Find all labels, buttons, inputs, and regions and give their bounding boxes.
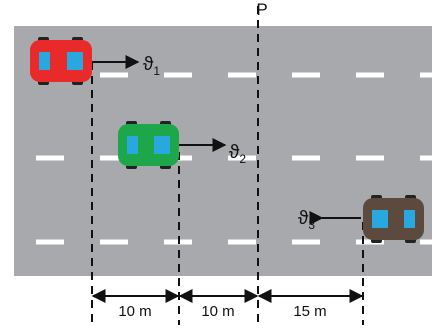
- lane-dash: [420, 155, 445, 161]
- lane-dash: [292, 72, 320, 78]
- lane-dash: [100, 155, 128, 161]
- distance-label-1: 10 m: [118, 303, 151, 320]
- car-1-window: [67, 52, 83, 70]
- car-3-body: [363, 198, 424, 240]
- car-1-window: [39, 52, 50, 70]
- lane-dash: [356, 239, 384, 245]
- car-3: [363, 195, 424, 243]
- car-1-velocity-label: ϑ1: [143, 54, 160, 78]
- lane-dash: [164, 72, 192, 78]
- car-2-body: [118, 124, 179, 166]
- car-1: [30, 37, 92, 85]
- lane-dash: [36, 155, 64, 161]
- lane-dash: [420, 72, 445, 78]
- lane-dash: [356, 72, 384, 78]
- lane-dash: [100, 72, 128, 78]
- car-3-velocity-label: ϑ3: [298, 208, 315, 232]
- lane-dash: [292, 239, 320, 245]
- lane-dash: [228, 72, 256, 78]
- lane-dash: [228, 239, 256, 245]
- car-2-window: [127, 136, 138, 154]
- car-3-window: [372, 210, 388, 228]
- car-1-body: [30, 40, 92, 82]
- lane-dash: [292, 155, 320, 161]
- car-3-window: [404, 210, 415, 228]
- point-p-label: P: [256, 0, 267, 19]
- lane-dash: [228, 155, 256, 161]
- lane-dash: [36, 239, 64, 245]
- car-2-window: [154, 136, 170, 154]
- lane-dash: [420, 239, 445, 245]
- lane-dash: [356, 155, 384, 161]
- car-2-velocity-label: ϑ2: [229, 142, 246, 166]
- lane-dash: [100, 239, 128, 245]
- distance-label-2: 10 m: [201, 303, 234, 320]
- car-2: [118, 121, 179, 169]
- distance-label-3: 15 m: [293, 303, 326, 320]
